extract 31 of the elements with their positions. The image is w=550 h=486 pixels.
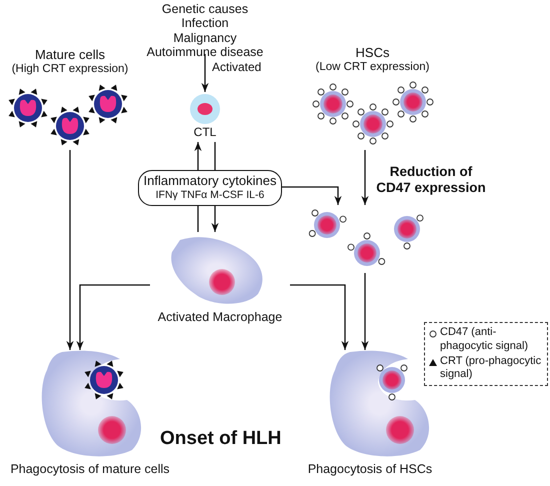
legend-text: CD47 (anti-phagocytic signal) <box>440 326 530 354</box>
arrow <box>361 150 369 205</box>
arrow <box>282 186 342 205</box>
process-box <box>138 170 282 206</box>
arrow <box>211 206 219 232</box>
node-label: Activated Macrophage <box>158 310 282 324</box>
arrow <box>76 284 150 350</box>
arrow <box>290 284 349 350</box>
edge-label: Reduction of CD47 expression <box>376 164 486 196</box>
legend-text: CRT (pro-phagocytic signal) <box>440 354 542 382</box>
subtitle: (Low CRT expression) <box>316 60 430 74</box>
diagram-label: Onset of HLH <box>160 428 282 450</box>
subtitle: (High CRT expression) <box>12 62 128 76</box>
arrow <box>194 142 202 170</box>
cause-label: Autoimmune disease <box>146 45 264 60</box>
arrow <box>66 150 74 350</box>
cause-label: Malignancy <box>173 30 237 46</box>
connector-line <box>197 206 199 232</box>
node-label: HSCs <box>356 46 390 61</box>
arrow <box>201 54 209 92</box>
cause-label: Genetic causes <box>162 2 248 16</box>
box-label: Inflammatory cytokines <box>144 174 276 189</box>
arrow <box>361 273 369 350</box>
node-label: Phagocytosis of mature cells <box>10 462 170 476</box>
node-label: Phagocytosis of HSCs <box>308 462 432 476</box>
subtitle: IFNγ TNFα M-CSF IL-6 <box>156 188 264 201</box>
edge-label: Activated <box>212 60 262 74</box>
cause-label: Infection <box>181 16 229 31</box>
node-label: CTL <box>194 126 216 140</box>
node-label: Mature cells <box>34 48 106 63</box>
connector-line <box>214 142 216 170</box>
